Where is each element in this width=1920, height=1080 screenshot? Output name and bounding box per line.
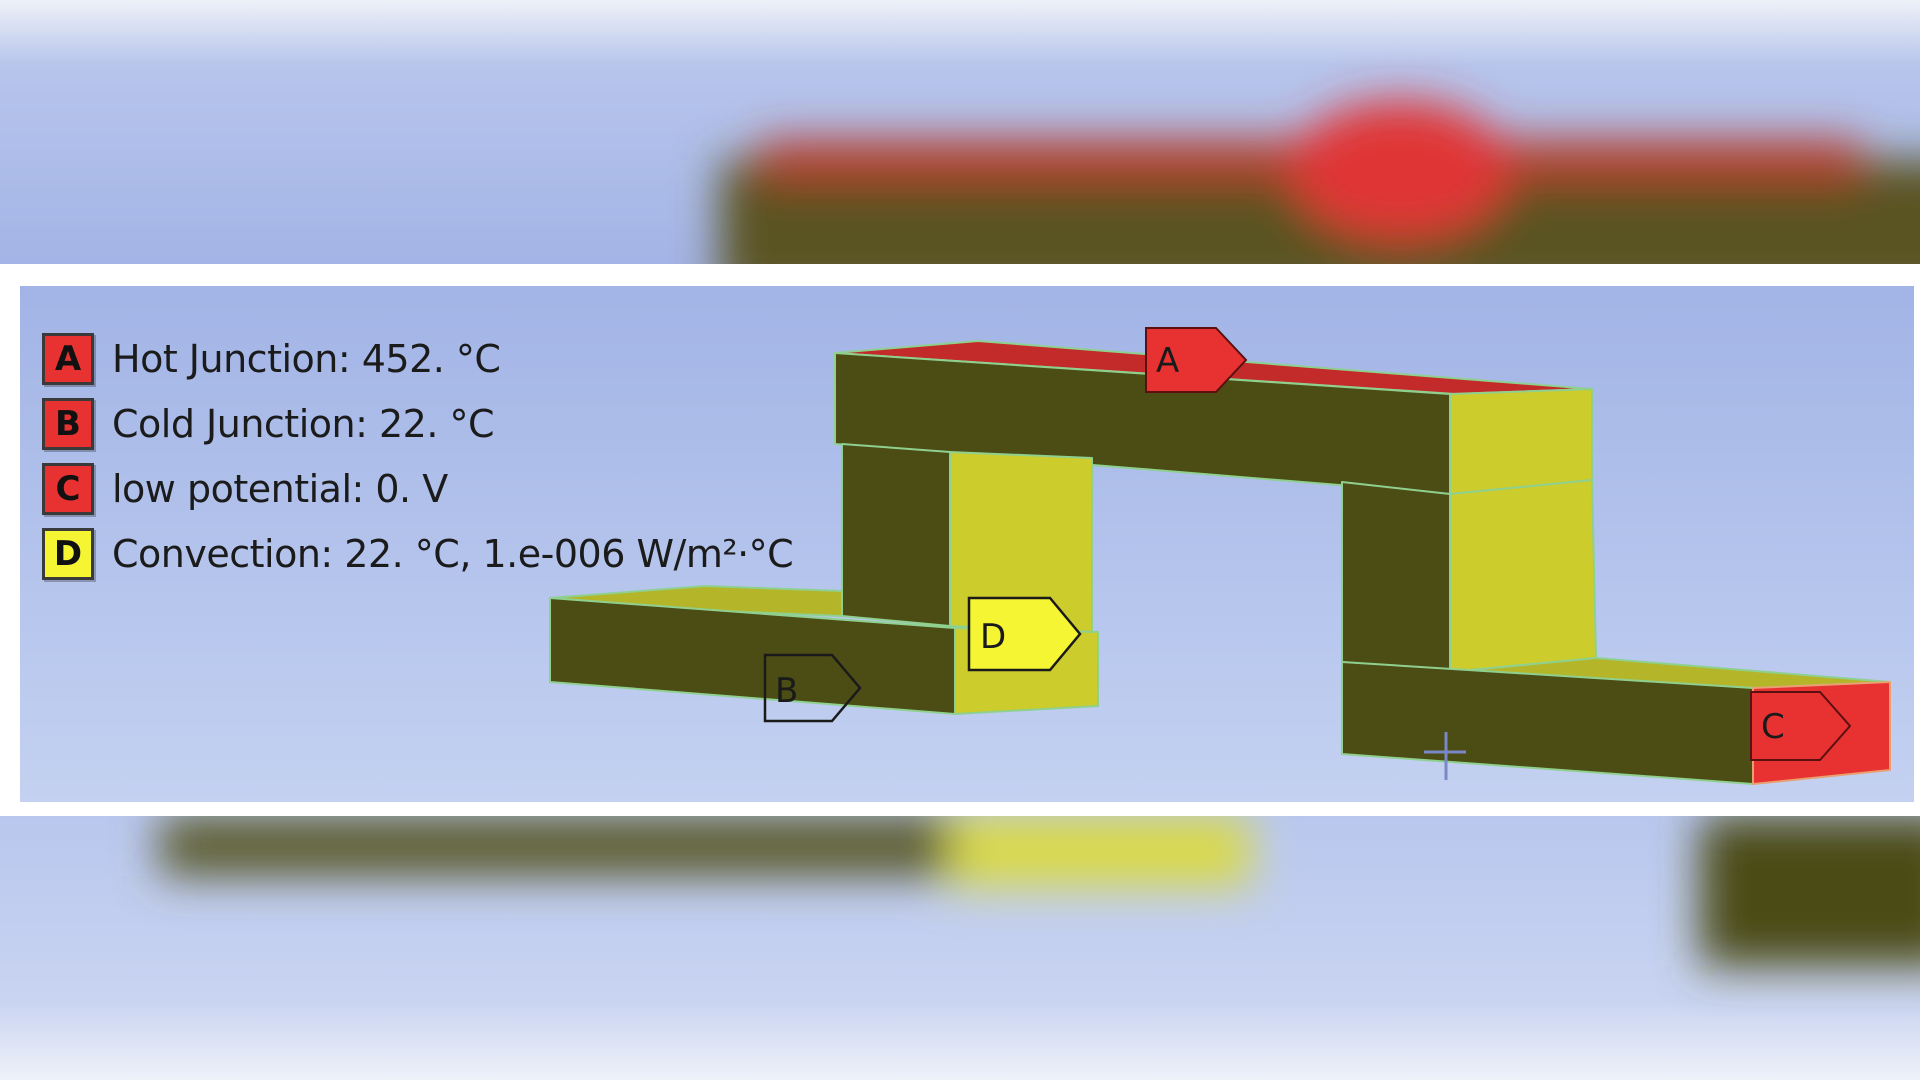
tag-a[interactable]: A [1145, 327, 1248, 393]
tag-b-label: B [775, 671, 798, 711]
legend-text-c: low potential: 0. V [112, 466, 448, 511]
graphics-viewport[interactable]: A B D C A Hot Junction: 452. °C B Cold J… [20, 286, 1914, 802]
left-leg-front-face[interactable] [841, 443, 951, 627]
tag-d[interactable]: D [967, 596, 1082, 672]
legend-text-a: Hot Junction: 452. °C [112, 336, 501, 381]
tag-c[interactable]: C [1750, 691, 1852, 761]
legend-item-d[interactable]: D Convection: 22. °C, 1.e-006 W/m²·°C [42, 521, 794, 586]
cursor-crosshair [1424, 732, 1466, 780]
legend-marker-c: C [42, 462, 94, 515]
legend-marker-d: D [42, 527, 94, 580]
boundary-conditions-legend: A Hot Junction: 452. °C B Cold Junction:… [42, 326, 794, 586]
geometry-scene[interactable]: A B D C [20, 286, 1914, 802]
right-leg-right-face[interactable] [1449, 479, 1597, 673]
right-leg-front-face[interactable] [1341, 481, 1451, 673]
tag-d-label: D [980, 617, 1006, 657]
tag-c-label: C [1761, 707, 1785, 747]
legend-marker-b: B [42, 397, 94, 450]
tag-a-label: A [1156, 341, 1179, 381]
legend-item-a[interactable]: A Hot Junction: 452. °C [42, 326, 793, 391]
legend-item-c[interactable]: C low potential: 0. V [42, 456, 793, 521]
legend-text-d: Convection: 22. °C, 1.e-006 W/m²·°C [112, 531, 794, 576]
blurred-background-top [0, 0, 1920, 264]
legend-item-b[interactable]: B Cold Junction: 22. °C [42, 391, 793, 456]
blurred-background-bottom [0, 816, 1920, 1080]
top-bar-right-face[interactable] [1449, 388, 1593, 495]
tag-b[interactable]: B [763, 653, 862, 723]
legend-marker-a: A [42, 332, 94, 385]
legend-text-b: Cold Junction: 22. °C [112, 401, 495, 446]
